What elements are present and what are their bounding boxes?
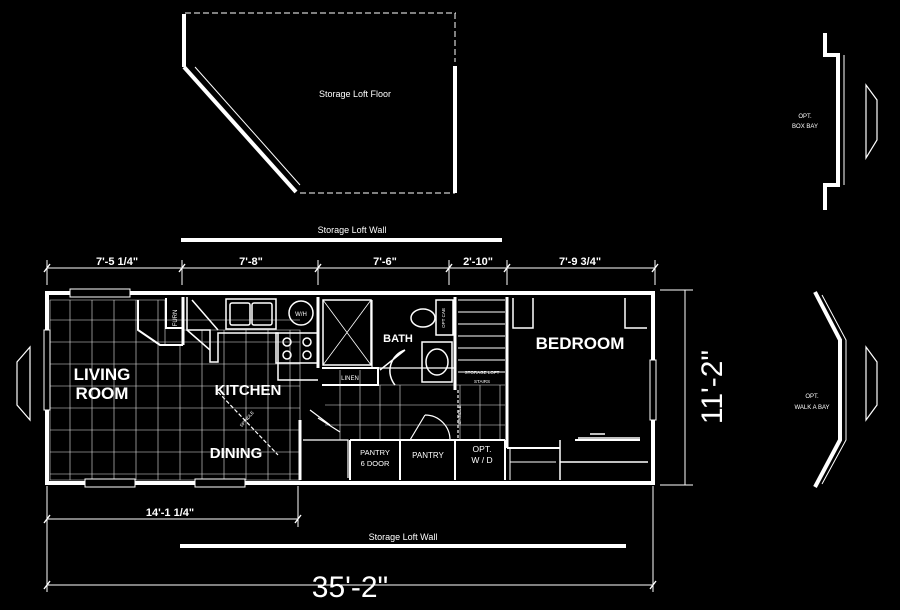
storage-loft-wall-top: Storage Loft Wall <box>181 225 502 242</box>
opt-wd-label-1: OPT. <box>473 444 492 454</box>
dim-seg1: 7'-5 1/4" <box>96 256 138 268</box>
dim-seg5: 7'-9 3/4" <box>559 256 601 268</box>
right-dimension: 11'-2" <box>660 289 729 486</box>
top-dimensions: 7'-5 1/4" 7'-8" 7'-6" 2'-10" 7'-9 3/4" <box>43 256 659 285</box>
dim-seg3: 7'-6" <box>373 256 397 268</box>
bedroom-label: BEDROOM <box>536 334 625 353</box>
dim-seg4: 2'-10" <box>463 256 493 268</box>
kitchen-label: KITCHEN <box>215 382 282 399</box>
loft-floor-label: Storage Loft Floor <box>319 89 391 99</box>
loft-wall-top-label: Storage Loft Wall <box>318 225 387 235</box>
spindle-label-right: SPINDLE <box>457 405 462 424</box>
walk-bay-label-2: WALK A BAY <box>794 405 829 411</box>
bath-fixtures <box>322 299 454 386</box>
pantry-label: PANTRY <box>412 451 444 460</box>
pantry-6door-label-1: PANTRY <box>360 448 390 457</box>
storage-loft-label: STORAGE LOFT <box>465 370 500 375</box>
spindle-divider <box>217 391 279 456</box>
walk-bay-label-1: OPT. <box>805 394 819 400</box>
loft-wall-bottom-label: Storage Loft Wall <box>369 532 438 542</box>
exterior-walls <box>43 288 657 488</box>
opt-wd-label-2: W / D <box>471 455 492 465</box>
dining-label: DINING <box>210 445 263 462</box>
pantry-6door-label-2: 6 DOOR <box>361 459 390 468</box>
opt-cab-label: OPT CAB <box>441 308 446 328</box>
opt-box-bay: OPT. BOX BAY <box>792 33 845 210</box>
opt-walk-a-bay: OPT. WALK A BAY <box>794 291 847 488</box>
living-room-label-2: ROOM <box>76 384 129 403</box>
bottom-dimensions: 14'-1 1/4" 35'-2" <box>43 486 657 604</box>
bath-label: BATH <box>383 333 413 345</box>
furnace-label: FURN <box>173 310 179 327</box>
pantry-door <box>309 409 451 441</box>
dim-seg2: 7'-8" <box>239 256 263 268</box>
storage-loft-floor: Storage Loft Floor <box>182 12 457 194</box>
box-bay-label-2: BOX BAY <box>792 124 818 130</box>
stairs-label: STAIRS <box>474 379 490 384</box>
bedroom-closets <box>512 298 647 439</box>
linen-label: LINEN <box>341 376 359 382</box>
entry-arrows <box>16 83 878 422</box>
spindle-label-left: SPINDLE <box>239 410 255 428</box>
water-heater-label: W/H <box>295 312 307 318</box>
kitchen-fixtures <box>186 297 319 381</box>
access-panel-label: ACCESS PANEL <box>234 290 269 295</box>
living-width-label: 14'-1 1/4" <box>146 507 194 519</box>
storage-loft-wall-bottom: Storage Loft Wall <box>180 532 626 548</box>
box-bay-label-1: OPT. <box>798 114 812 120</box>
living-room-label-1: LIVING <box>74 365 131 384</box>
corner-unit <box>137 298 183 346</box>
stairs <box>457 299 505 440</box>
total-width-label: 11'-2" <box>696 350 729 424</box>
total-length-label: 35'-2" <box>312 571 388 604</box>
